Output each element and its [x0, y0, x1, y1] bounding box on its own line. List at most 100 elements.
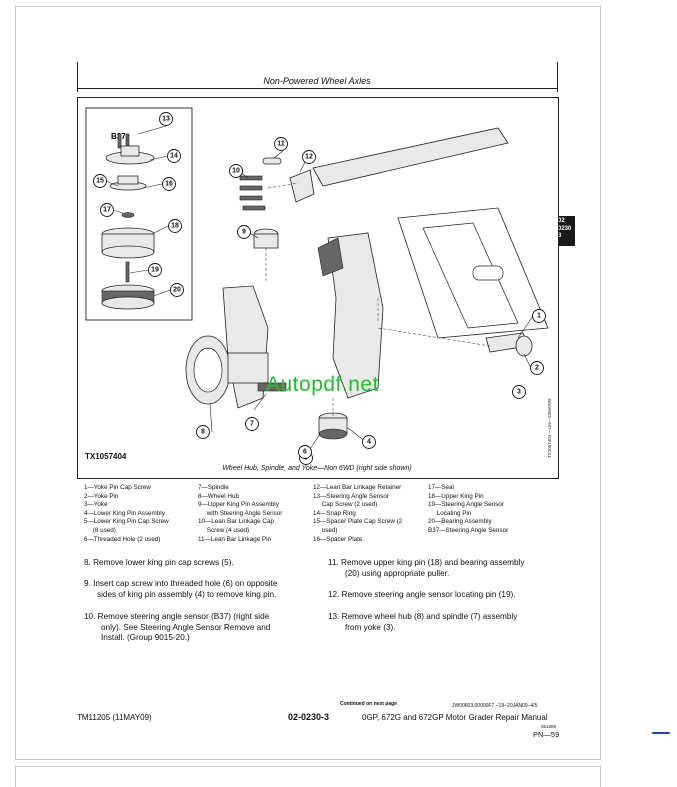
callout-20-label: 20 — [173, 287, 181, 294]
callout-11-label: 11 — [277, 141, 285, 148]
legend-column-2: 7—Spindle 8—Wheel Hub 9—Upper King Pin A… — [198, 484, 282, 544]
page-number: PN—59 — [533, 730, 560, 739]
callout-19-label: 19 — [151, 267, 159, 274]
step-9-line-1: 9. Insert cap screw into threaded hole (… — [84, 579, 278, 588]
legend-item: 6—Threaded Hole (2 used) — [84, 535, 161, 543]
legend-item: 4—Lower King Pin Assembly — [84, 509, 165, 517]
document-id: JW00603,00000F7 −19−20JAN09−4/5 — [452, 703, 538, 709]
callout-18: 18 — [168, 219, 182, 233]
callout-2: 2 — [530, 361, 544, 375]
section-tab-line3: 3 — [558, 233, 562, 239]
print-date: 051809 — [541, 724, 557, 729]
manual-title-text: 0GP, 672G and 672GP Motor Grader Repair … — [362, 713, 548, 722]
king-pins — [253, 228, 348, 440]
callout-16-label: 16 — [165, 181, 173, 188]
callout-16: 16 — [162, 177, 176, 191]
frame-beam — [312, 127, 549, 339]
header-rule-left — [77, 62, 78, 92]
callout-10: 10 — [229, 164, 243, 178]
callout-3-label: 3 — [517, 389, 521, 396]
figure-id: TX1057404 — [85, 452, 127, 461]
step-11-line-1: 11. Remove upper king pin (18) and beari… — [328, 558, 525, 567]
page-code: 02-0230-3 — [288, 712, 330, 722]
scroll-indicator — [652, 732, 670, 734]
callout-9: 9 — [237, 225, 251, 239]
legend-item: 8—Wheel Hub — [198, 492, 239, 500]
section-title: Non-Powered Wheel Axles — [263, 76, 371, 86]
step-10-line-2: only). See Steering Angle Sensor Remove … — [101, 622, 271, 632]
callout-17-label: 17 — [103, 207, 111, 214]
exploded-view-figure: B37 — [77, 97, 559, 479]
step-11: 11. Remove upper king pin (18) and beari… — [328, 558, 524, 579]
step-9: 9. Insert cap screw into threaded hole (… — [84, 579, 277, 600]
callout-1-label: 1 — [537, 313, 541, 320]
legend-item: 2—Yoke Pin — [84, 492, 119, 500]
continued-note: Continued on next page — [340, 701, 397, 707]
header-rule — [77, 88, 557, 89]
legend-column-3: 12—Lean Bar Linkage Retainer 13—Steering… — [313, 484, 402, 544]
exploded-view-drawing: B37 — [85, 107, 549, 465]
legend-item: 3—Yoke — [84, 501, 108, 509]
legend-item: B37—Steering Angle Sensor — [428, 526, 509, 534]
legend-item: Screw (4 used) — [198, 526, 250, 534]
legend-item: 16—Spacer Plate — [313, 535, 363, 543]
legend-item: 11—Lean Bar Linkage Pin — [198, 535, 272, 543]
manual-title: 0GP, 672G and 672GP Motor Grader Repair … — [340, 713, 548, 722]
linkage-pins — [239, 157, 533, 357]
callout-12-label: 12 — [305, 154, 313, 161]
step-13-line-2: from yoke (3). — [345, 622, 396, 632]
callout-14-label: 14 — [170, 153, 178, 160]
legend-column-1: 1—Yoke Pin Cap Screw 2—Yoke Pin 3—Yoke 4… — [84, 484, 169, 544]
callout-6b: 6 — [298, 445, 312, 459]
spindle-hub — [185, 285, 287, 409]
legend-item: 18—Upper King Pin — [428, 492, 484, 500]
manual-number: TM11205 (11MAY09) — [77, 713, 152, 722]
section-tab-line1: 02 — [558, 218, 565, 224]
callout-3: 3 — [512, 385, 526, 399]
callout-20: 20 — [170, 283, 184, 297]
legend-item: 9—Upper King Pin Assembly — [198, 501, 279, 509]
figure-caption: Wheel Hub, Spindle, and Yoke—Non 6WD (ri… — [222, 465, 412, 472]
callout-19: 19 — [148, 263, 162, 277]
callout-8: 8 — [196, 425, 210, 439]
callout-1: 1 — [532, 309, 546, 323]
step-9-line-2: sides of king pin assembly (4) to remove… — [97, 589, 277, 599]
callout-4-label: 4 — [367, 439, 371, 446]
step-12: 12. Remove steering angle sensor locatin… — [328, 590, 516, 599]
callout-17: 17 — [100, 203, 114, 217]
header-rule-right — [557, 62, 558, 92]
legend-item: 20—Bearing Assembly — [428, 518, 492, 526]
legend-item: 10—Lean Bar Linkage Cap — [198, 518, 274, 526]
step-13-line-1: 13. Remove wheel hub (8) and spindle (7)… — [328, 612, 518, 621]
legend-item: 19—Steering Angle Sensor — [428, 501, 504, 509]
callout-9-label: 9 — [242, 229, 246, 236]
callout-10-label: 10 — [232, 168, 240, 175]
step-13: 13. Remove wheel hub (8) and spindle (7)… — [328, 612, 517, 633]
callout-13-label: 13 — [162, 116, 170, 123]
callout-4: 4 — [362, 435, 376, 449]
section-tab-line2: 0230 — [558, 225, 572, 232]
legend-item: 14—Snap Ring — [313, 509, 356, 517]
inset-sensor-assembly — [101, 133, 155, 310]
callout-13: 13 — [159, 112, 173, 126]
legend-item: 13—Steering Angle Sensor — [313, 492, 389, 500]
callout-14: 14 — [167, 149, 181, 163]
legend-item: with Steering Angle Sensor — [198, 509, 283, 517]
callout-2-label: 2 — [535, 365, 539, 372]
figure-side-id: TX1057404 —UN—22MAY09 — [547, 398, 552, 458]
legend-item: 5—Lower King Pin Cap Screw — [84, 518, 169, 526]
legend-item: 1—Yoke Pin Cap Screw — [84, 484, 151, 491]
legend-item: (8 used) — [84, 526, 116, 534]
legend-item: Locating Pin — [428, 509, 472, 517]
legend-column-4: 17—Seal 18—Upper King Pin 19—Steering An… — [428, 484, 508, 536]
callout-6-label: 6 — [303, 449, 307, 456]
callout-7: 7 — [245, 417, 259, 431]
next-page-edge — [15, 766, 601, 787]
legend-item: 12—Lean Bar Linkage Retainer — [313, 484, 402, 491]
legend-item: 15—Spacer Plate Cap Screw (2 — [313, 518, 403, 526]
callout-8-label: 8 — [201, 429, 205, 436]
callout-18-label: 18 — [171, 223, 179, 230]
step-11-line-2: (20) using appropriate puller. — [345, 568, 450, 578]
legend-item: 7—Spindle — [198, 484, 229, 491]
step-10: 10. Remove steering angle sensor (B37) (… — [84, 612, 270, 644]
